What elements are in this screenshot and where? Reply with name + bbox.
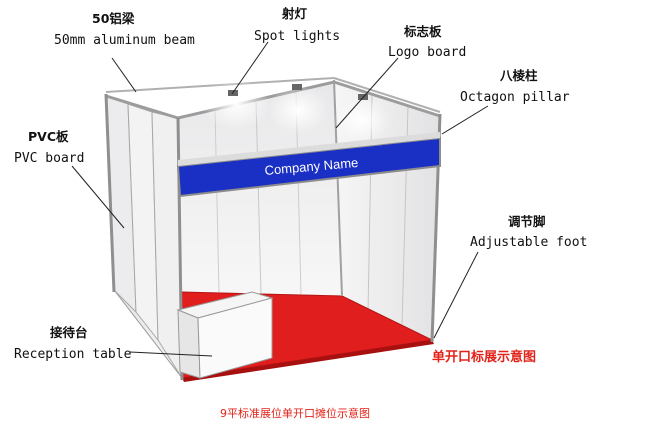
logo-label-en: Logo board [388, 45, 466, 60]
pvc-label-cn: PVC板 [28, 129, 69, 144]
foot-label-en: Adjustable foot [470, 235, 587, 250]
spot-light-icon [292, 84, 302, 90]
spot-leader [231, 41, 269, 95]
reception-table [197, 297, 273, 379]
caption-bottom: 9平标准展位单开口摊位示意图 [220, 406, 370, 420]
logo-board-trim [178, 132, 440, 166]
spot-light-glow [334, 98, 390, 142]
aluminum-beam [333, 77, 441, 113]
table-leader [129, 351, 213, 357]
pillar-leader [441, 105, 489, 135]
beam-label-cn: 50铝梁 [92, 11, 135, 26]
spot-light-glow [202, 78, 270, 130]
back-wall-seam [214, 108, 220, 294]
reception-table-front [177, 309, 201, 379]
spot-label-cn: 射灯 [281, 6, 308, 21]
octagon-pillar [104, 93, 116, 293]
spot-label-en: Spot lights [254, 29, 340, 44]
pillar-label-en: Octagon pillar [460, 90, 570, 105]
logo-leader [335, 57, 399, 129]
foot-label-cn: 调节脚 [508, 214, 546, 229]
pvc-label-en: PVC board [14, 151, 84, 166]
beam-label-en: 50mm aluminum beam [54, 33, 195, 48]
table-label-cn: 接待台 [50, 325, 88, 340]
beam-leader [111, 57, 137, 93]
back-wall-seam [255, 99, 262, 295]
pvc-leader [71, 165, 125, 229]
pillar-label-cn: 八棱柱 [499, 68, 538, 83]
table-label-en: Reception table [14, 347, 132, 362]
spot-light-glow [268, 86, 328, 134]
floor-front-edge [182, 340, 434, 382]
logo-label-cn: 标志板 [403, 24, 442, 39]
foot-leader [433, 251, 479, 339]
caption-right: 单开口标展示意图 [432, 349, 536, 365]
